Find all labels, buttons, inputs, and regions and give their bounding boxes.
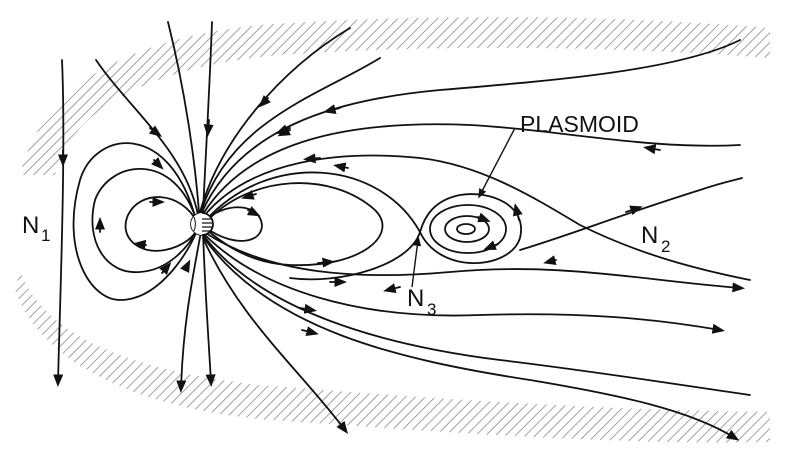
- magnetopause-upper: [20, 17, 770, 175]
- plasmoid-loop-3: [456, 223, 476, 235]
- arrow-sep-right: [512, 203, 523, 221]
- arrow-sep-bottom: [383, 283, 401, 294]
- arrow-tu5: [258, 95, 271, 108]
- svg-text:3: 3: [427, 300, 436, 319]
- tail-upper-5: [200, 57, 381, 213]
- arrow-plasmoid-1: [483, 240, 499, 250]
- plasmoid-loop-1: [429, 204, 507, 254]
- inner-tail-loop: [204, 206, 263, 242]
- n1-label: N 1: [22, 212, 50, 245]
- arrow-tu1: [323, 104, 341, 115]
- magnetopause-lower: [15, 270, 770, 443]
- tail-lower-3: [203, 235, 751, 396]
- arrow-tu4: [302, 153, 321, 164]
- plasmoid-separatrix: [205, 171, 522, 281]
- arrow-plasmoid-2: [477, 212, 491, 223]
- arrow-sep-top: [333, 162, 349, 173]
- arrow-d6: [132, 239, 147, 250]
- svg-text:N: N: [407, 285, 424, 312]
- n2-line-up: [519, 177, 743, 251]
- dayside-loop-middle: [91, 168, 199, 273]
- arrow-d4: [159, 262, 172, 276]
- arrow-polar-top: [203, 119, 214, 138]
- tail-upper-1: [201, 39, 741, 213]
- night-loop: [205, 182, 384, 266]
- tail-upper-3: [203, 154, 751, 281]
- arrow-d7: [180, 259, 191, 274]
- plasmoid-label: PLASMOID: [520, 111, 639, 137]
- polar-line-bottom: [202, 231, 216, 388]
- arrow-n2-low: [543, 255, 557, 266]
- field-line-n1: [53, 59, 65, 388]
- arrow-n2-up: [625, 205, 643, 216]
- tail-lower-4: [202, 237, 349, 435]
- arrow-inner-loop: [246, 206, 261, 217]
- arrow-tl2: [299, 303, 317, 314]
- arrow-d2: [148, 125, 163, 138]
- arrow-night-loop-bot: [317, 257, 336, 268]
- dayside-open-top2: [167, 21, 200, 213]
- dayside-loop-inner: [124, 196, 199, 252]
- arrow-tl3: [301, 326, 319, 337]
- plasmoid-pointer: [478, 127, 516, 199]
- arrow-tu6: [277, 126, 292, 137]
- tail-lower-5: [203, 237, 740, 441]
- arrow-tu3: [643, 144, 661, 155]
- tail-upper-4: [199, 27, 351, 213]
- polar-line-top: [202, 21, 213, 213]
- svg-text:N: N: [641, 222, 658, 249]
- svg-text:2: 2: [661, 237, 670, 256]
- tail-upper-2: [202, 123, 741, 215]
- arrow-d1: [151, 157, 164, 170]
- svg-text:1: 1: [41, 226, 50, 245]
- plasmoid-loop-2: [444, 215, 490, 243]
- dayside-loop-outer: [72, 142, 199, 301]
- svg-text:N: N: [22, 212, 39, 239]
- earth: [190, 212, 214, 236]
- n3-label: N 3: [407, 285, 436, 319]
- tail-lower-1: [203, 231, 746, 293]
- n2-label: N 2: [641, 222, 670, 256]
- lower-left-line: [176, 231, 202, 394]
- tail-lower-2: [203, 233, 725, 334]
- n3-pointer: [411, 236, 422, 288]
- arrow-night-loop-top: [241, 190, 257, 200]
